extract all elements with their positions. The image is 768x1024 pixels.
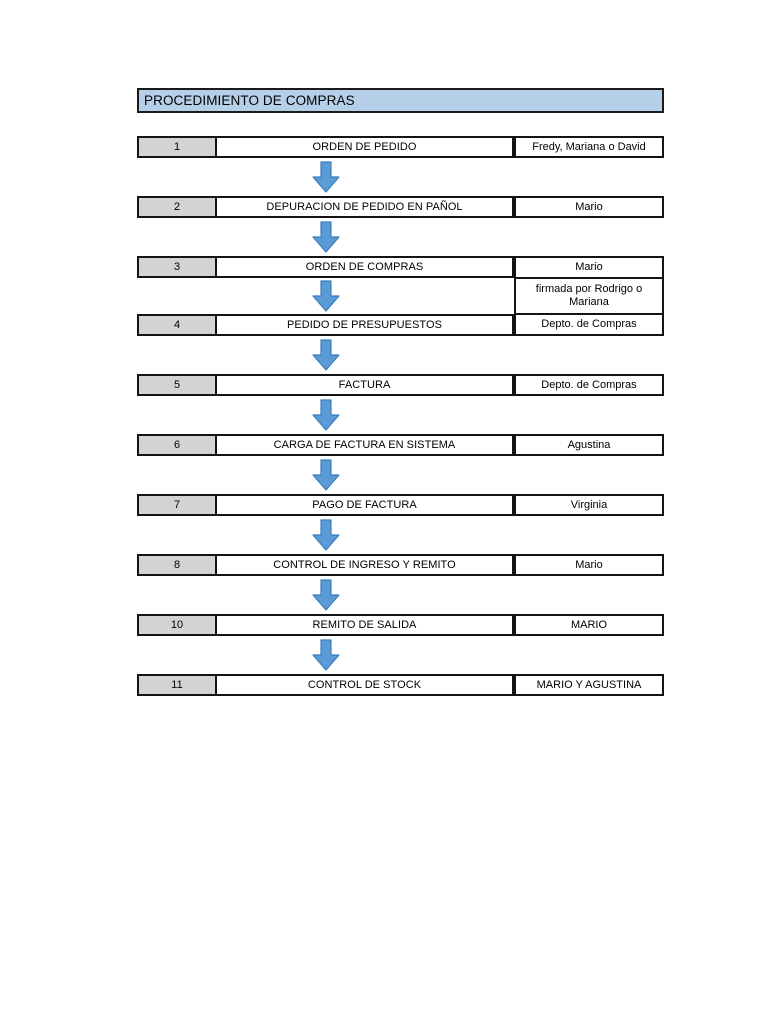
step-owner-cell: Fredy, Mariana o David [514, 136, 664, 158]
down-arrow-icon [137, 576, 514, 614]
connector-gap [137, 218, 664, 256]
step-number-cell: 1 [137, 136, 217, 158]
step-name-cell: CONTROL DE STOCK [217, 674, 514, 696]
step-name-cell: FACTURA [217, 374, 514, 396]
down-arrow-icon [137, 278, 514, 314]
procedure-flow-table: 1 ORDEN DE PEDIDO Fredy, Mariana o David… [137, 136, 664, 696]
table-row: 5 FACTURA Depto. de Compras [137, 374, 664, 396]
step-owner-cell: Depto. de Compras [514, 374, 664, 396]
step-owner-cell: MARIO Y AGUSTINA [514, 674, 664, 696]
step-number-cell: 3 [137, 256, 217, 278]
step-name-cell: ORDEN DE PEDIDO [217, 136, 514, 158]
page-title: PROCEDIMIENTO DE COMPRAS [144, 93, 355, 108]
step-number-cell: 2 [137, 196, 217, 218]
table-row: 11 CONTROL DE STOCK MARIO Y AGUSTINA [137, 674, 664, 696]
down-arrow-icon [137, 218, 514, 256]
step-number-cell: 8 [137, 554, 217, 576]
step-owner-cell: Mario [514, 256, 664, 278]
connector-gap [137, 576, 664, 614]
step-number-cell: 11 [137, 674, 217, 696]
step-owner-cell: Virginia [514, 494, 664, 516]
table-row: 10 REMITO DE SALIDA MARIO [137, 614, 664, 636]
down-arrow-icon [137, 636, 514, 674]
step-number-cell: 10 [137, 614, 217, 636]
connector-gap [137, 336, 664, 374]
connector-gap [137, 636, 664, 674]
step-name-cell: PAGO DE FACTURA [217, 494, 514, 516]
down-arrow-icon [137, 456, 514, 494]
down-arrow-icon [137, 158, 514, 196]
table-row: 1 ORDEN DE PEDIDO Fredy, Mariana o David [137, 136, 664, 158]
step-name-cell: REMITO DE SALIDA [217, 614, 514, 636]
table-row: 8 CONTROL DE INGRESO Y REMITO Mario [137, 554, 664, 576]
step-name-cell: CONTROL DE INGRESO Y REMITO [217, 554, 514, 576]
step-owner-cell: Mario [514, 554, 664, 576]
connector-gap [137, 396, 664, 434]
connector-gap [137, 158, 664, 196]
connector-gap [137, 456, 664, 494]
connector-gap [137, 516, 664, 554]
table-row: 6 CARGA DE FACTURA EN SISTEMA Agustina [137, 434, 664, 456]
step-number-cell: 7 [137, 494, 217, 516]
step-number-cell: 6 [137, 434, 217, 456]
signature-note-cell: firmada por Rodrigo o Mariana [514, 278, 664, 314]
table-row: 7 PAGO DE FACTURA Virginia [137, 494, 664, 516]
step-owner-cell: MARIO [514, 614, 664, 636]
connector-gap-with-note: firmada por Rodrigo o Mariana [137, 278, 664, 314]
step-name-cell: CARGA DE FACTURA EN SISTEMA [217, 434, 514, 456]
step-number-cell: 4 [137, 314, 217, 336]
step-name-cell: DEPURACION DE PEDIDO EN PAÑOL [217, 196, 514, 218]
table-row: 3 ORDEN DE COMPRAS Mario [137, 256, 664, 278]
step-name-cell: PEDIDO DE PRESUPUESTOS [217, 314, 514, 336]
step-owner-cell: Mario [514, 196, 664, 218]
down-arrow-icon [137, 336, 514, 374]
table-row: 2 DEPURACION DE PEDIDO EN PAÑOL Mario [137, 196, 664, 218]
step-number-cell: 5 [137, 374, 217, 396]
step-name-cell: ORDEN DE COMPRAS [217, 256, 514, 278]
down-arrow-icon [137, 516, 514, 554]
step-owner-cell: Depto. de Compras [514, 314, 664, 336]
down-arrow-icon [137, 396, 514, 434]
step-owner-cell: Agustina [514, 434, 664, 456]
page-title-bar: PROCEDIMIENTO DE COMPRAS [137, 88, 664, 113]
table-row: 4 PEDIDO DE PRESUPUESTOS Depto. de Compr… [137, 314, 664, 336]
